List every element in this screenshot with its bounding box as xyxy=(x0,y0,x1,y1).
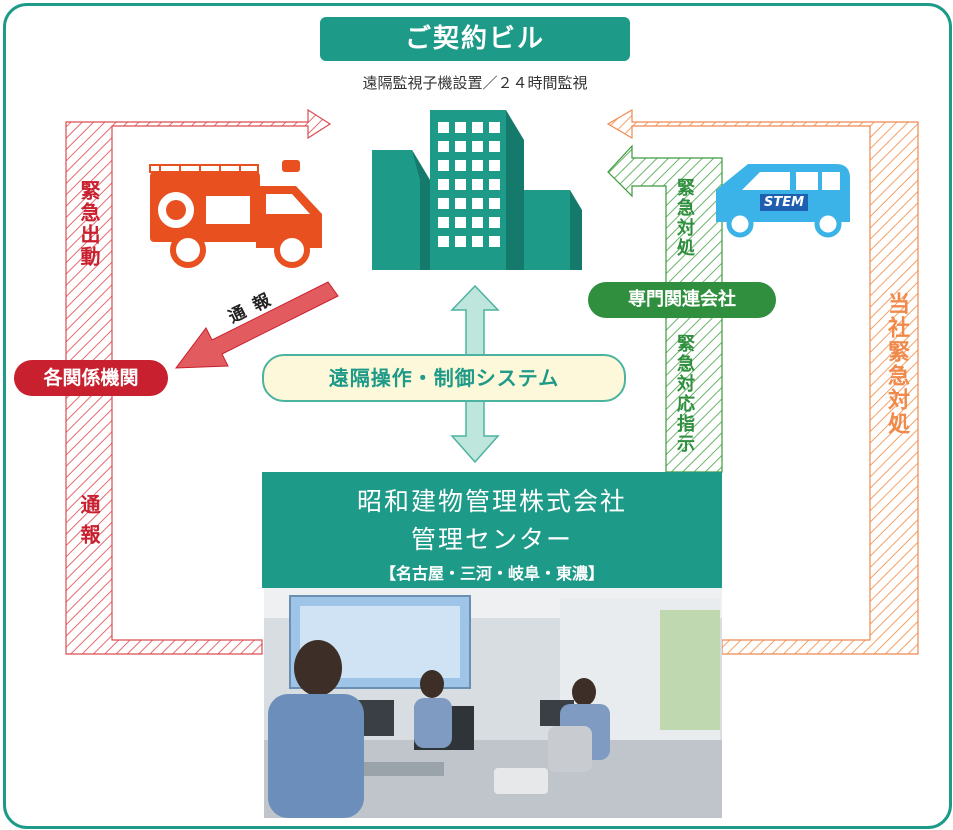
remote-control-system-pill: 遠隔操作・制御システム xyxy=(262,354,626,402)
related-company-pill: 専門関連会社 xyxy=(588,282,776,318)
building-title: ご契約ビル xyxy=(320,17,630,61)
center-locations: 【名古屋・三河・岐阜・東濃】 xyxy=(379,564,604,583)
control-room-photo xyxy=(264,588,722,818)
left-loop-arrow xyxy=(65,108,332,655)
van-logo: STEM xyxy=(760,194,809,211)
emergency-response-label: 緊急対処 xyxy=(674,178,695,258)
fire-truck-icon xyxy=(149,160,322,268)
company-emergency-label: 当社緊急対処 xyxy=(884,292,909,436)
building-subtitle: 遠隔監視子機設置／２４時間監視 xyxy=(362,74,588,92)
emergency-instruction-label: 緊急対応指示 xyxy=(674,334,695,454)
management-center-box: 昭和建物管理株式会社 管理センター 【名古屋・三河・岐阜・東濃】 xyxy=(262,472,722,588)
center-name: 管理センター xyxy=(410,525,573,554)
van-icon xyxy=(716,164,850,238)
report-lower-label: 通報 xyxy=(77,494,101,554)
report-arrow xyxy=(174,281,339,369)
building-icon xyxy=(372,110,582,270)
green-arrow xyxy=(607,144,723,473)
company-name: 昭和建物管理株式会社 xyxy=(356,487,627,516)
agencies-pill: 各関係機関 xyxy=(14,360,168,396)
right-loop-arrow xyxy=(606,108,919,655)
emergency-dispatch-label: 緊急出動 xyxy=(77,180,101,268)
